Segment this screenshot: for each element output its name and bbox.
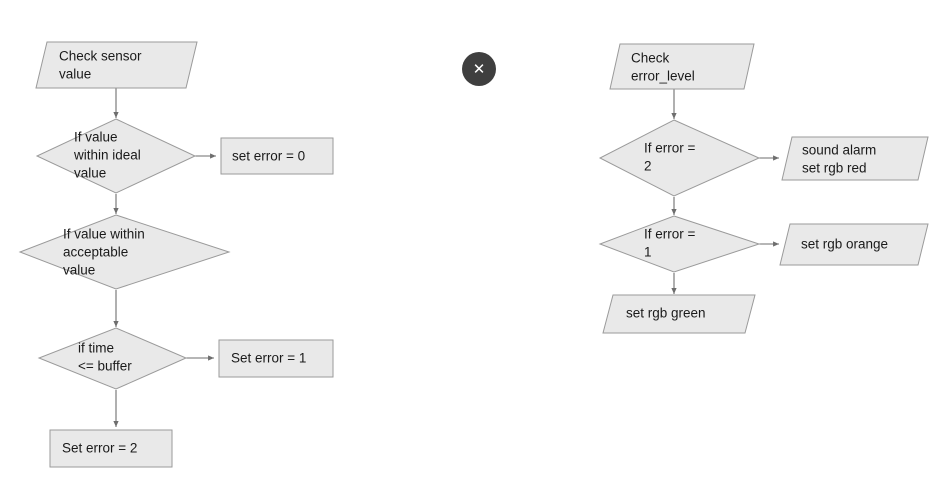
- diamond-shape: [37, 327, 188, 390]
- rectangle-shape: [218, 339, 334, 378]
- node-if-value-within-ideal-value[interactable]: If value within ideal value: [35, 118, 197, 194]
- node-label-line: acceptable: [63, 245, 128, 260]
- node-set-error-2[interactable]: Set error = 2: [49, 429, 173, 468]
- node-set-error-1[interactable]: Set error = 1: [218, 339, 334, 378]
- parallelogram-shape: [781, 136, 929, 181]
- node-if-value-within-acceptable-value[interactable]: If value within acceptable value: [18, 214, 231, 290]
- node-label-line: if time: [78, 341, 114, 356]
- node-set-rgb-orange[interactable]: set rgb orange: [779, 223, 929, 266]
- node-label-line: value: [74, 166, 106, 181]
- node-label-line: If value within: [63, 227, 145, 242]
- node-if-time-lte-buffer[interactable]: if time <= buffer: [37, 327, 188, 390]
- node-label-line: <= buffer: [78, 359, 132, 374]
- parallelogram-shape: [35, 41, 198, 89]
- node-label-line: value: [59, 67, 91, 82]
- rectangle-shape: [49, 429, 173, 468]
- parallelogram-shape: [602, 294, 756, 334]
- node-sound-alarm-set-rgb-red[interactable]: sound alarm set rgb red: [781, 136, 929, 181]
- node-check-error-level[interactable]: Check error_level: [609, 43, 755, 90]
- close-icon: ✕: [472, 60, 486, 78]
- parallelogram-shape: [779, 223, 929, 266]
- node-label-line: set rgb red: [802, 161, 867, 176]
- rectangle-shape: [220, 137, 334, 175]
- node-label-line: 1: [644, 245, 652, 260]
- node-set-error-0[interactable]: set error = 0: [220, 137, 334, 175]
- node-label-line: If error =: [644, 227, 696, 242]
- node-label-line: sound alarm: [802, 143, 876, 158]
- node-set-rgb-green[interactable]: set rgb green: [602, 294, 756, 334]
- node-label-line: error_level: [631, 69, 695, 84]
- node-check-sensor-value[interactable]: Check sensor value: [35, 41, 198, 89]
- node-label-line: value: [63, 263, 95, 278]
- node-label-line: Check sensor: [59, 49, 142, 64]
- node-label-line: Set error = 2: [62, 441, 137, 456]
- node-label-line: set rgb green: [626, 306, 706, 321]
- diamond-shape: [35, 118, 197, 194]
- node-label-line: If value: [74, 130, 118, 145]
- diamond-shape: [18, 214, 231, 290]
- node-label-line: 2: [644, 159, 652, 174]
- node-label-line: Set error = 1: [231, 351, 306, 366]
- node-label-line: set error = 0: [232, 149, 305, 164]
- parallelogram-shape: [609, 43, 755, 90]
- diamond-shape: [598, 215, 761, 273]
- node-label-line: If error =: [644, 141, 696, 156]
- node-label-line: within ideal: [73, 148, 141, 163]
- diamond-shape: [598, 119, 761, 197]
- node-if-error-2[interactable]: If error = 2: [598, 119, 761, 197]
- close-button[interactable]: ✕: [462, 52, 496, 86]
- node-if-error-1[interactable]: If error = 1: [598, 215, 761, 273]
- node-label-line: set rgb orange: [801, 237, 888, 252]
- node-label-line: Check: [631, 51, 670, 66]
